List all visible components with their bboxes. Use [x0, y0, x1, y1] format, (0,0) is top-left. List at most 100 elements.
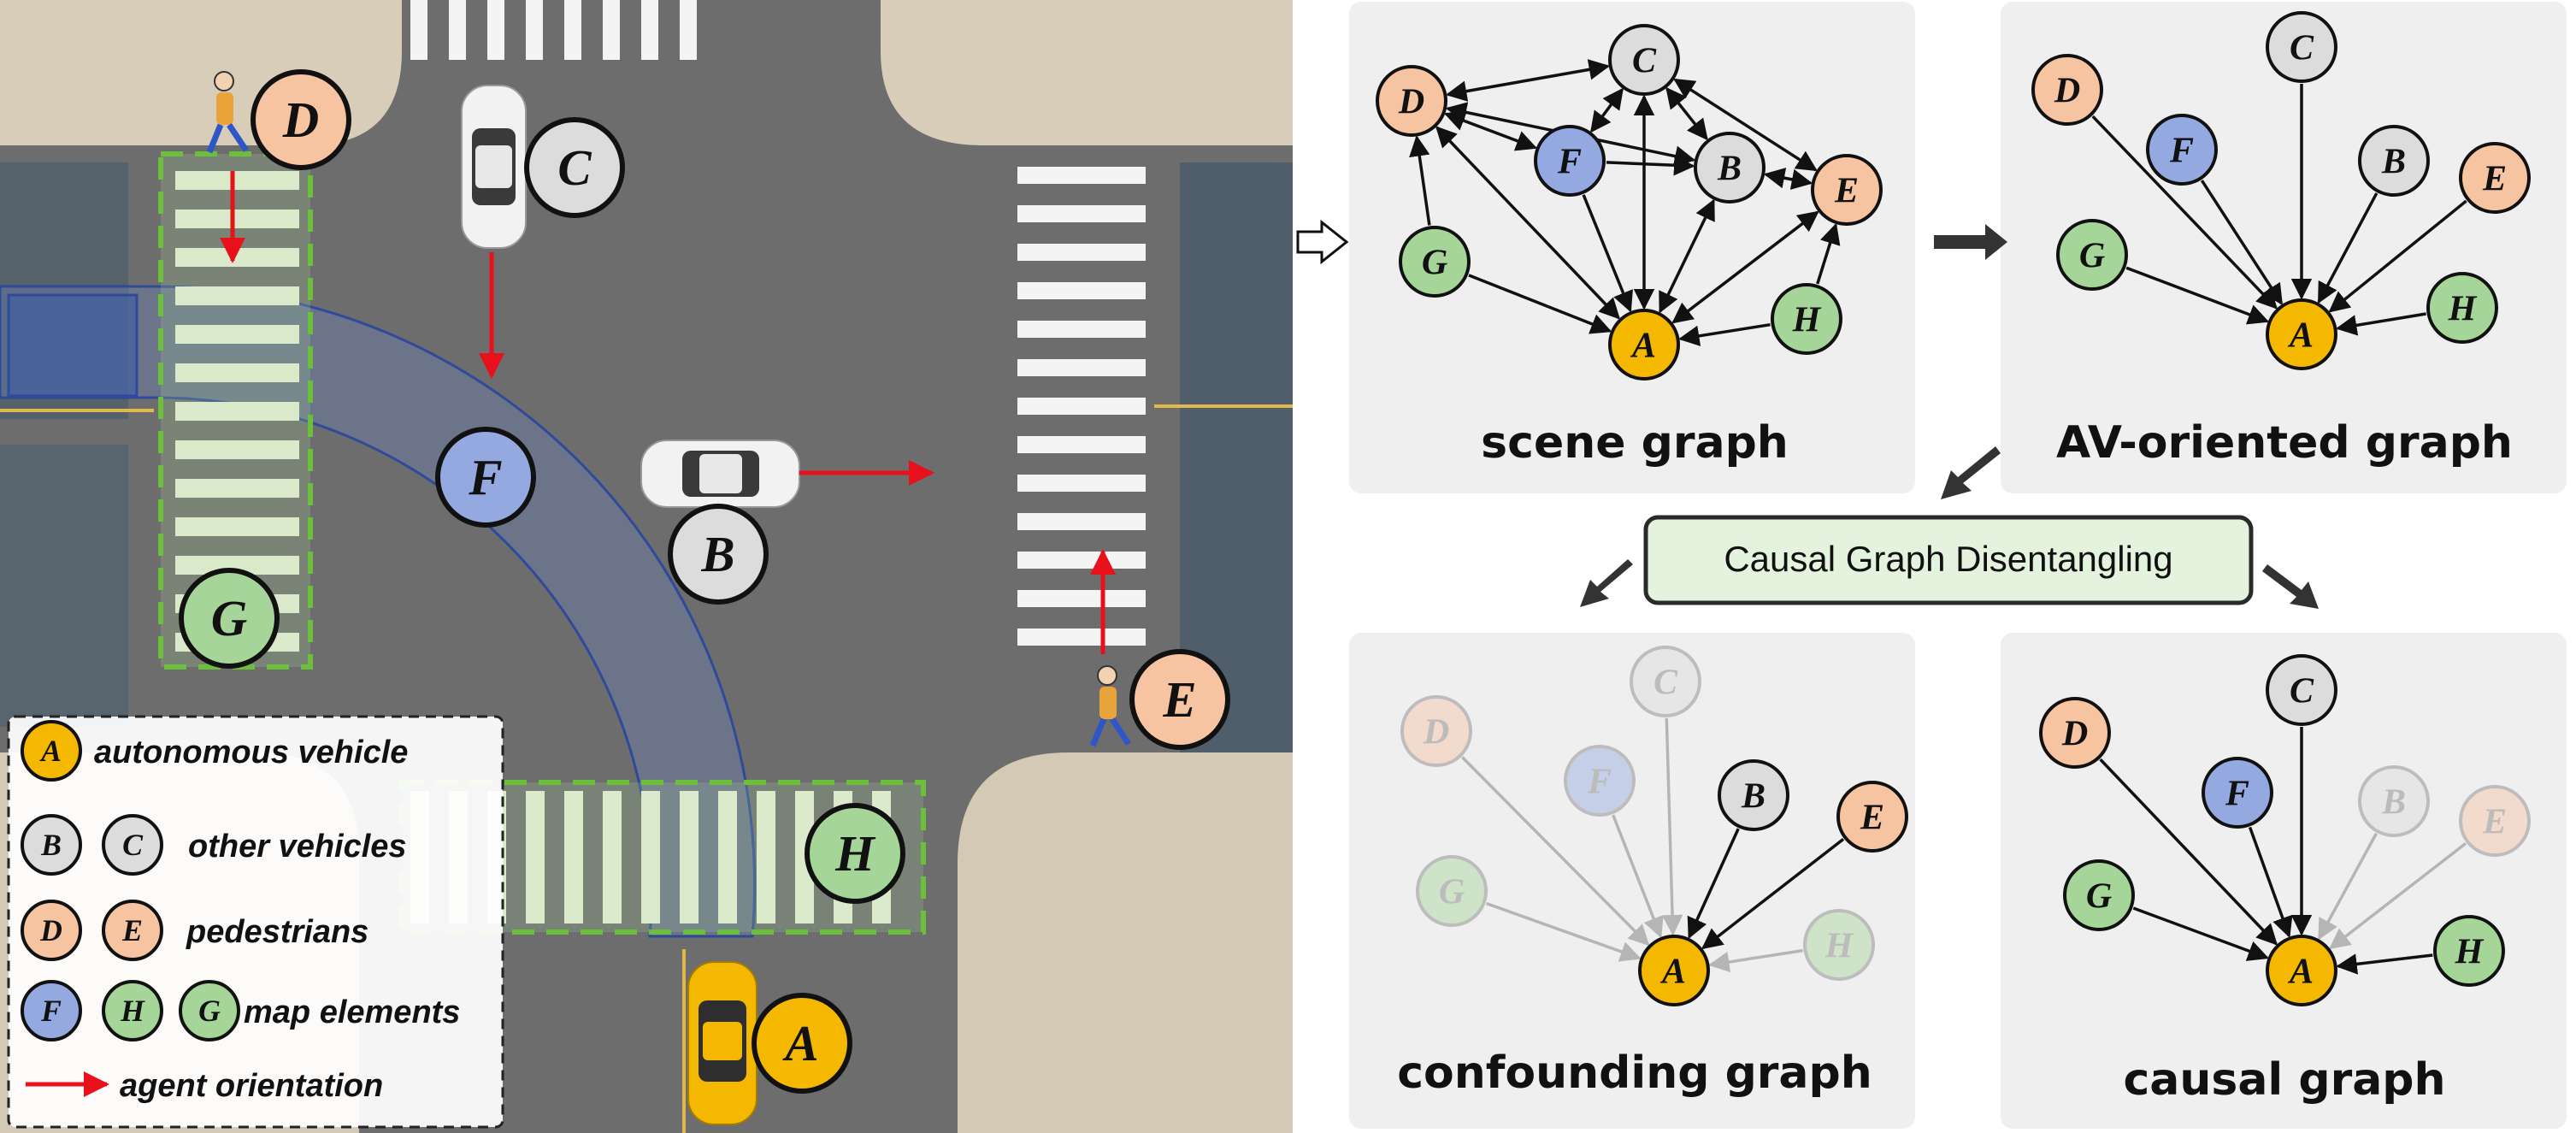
crosswalk-top — [410, 0, 697, 60]
node-circle — [435, 427, 536, 528]
edge — [2328, 199, 2467, 313]
node-letter: E — [121, 913, 143, 947]
node-letter: G — [1439, 872, 1465, 912]
edge — [2248, 826, 2293, 938]
node-letter: E — [1162, 672, 1196, 728]
graph-causal-node-c: C — [2266, 654, 2337, 726]
node-circle — [524, 117, 625, 218]
legend-label: pedestrians — [186, 914, 368, 950]
node-letter: B — [40, 828, 62, 862]
node-circle — [1811, 154, 1883, 226]
node-letter: B — [700, 527, 734, 582]
node-letter: C — [2290, 28, 2314, 68]
graph-causal-node-h: H — [2433, 915, 2505, 987]
node-circle — [2358, 765, 2430, 837]
graph-av-node-h: H — [2426, 272, 2498, 344]
node-letter: H — [2448, 289, 2478, 328]
edge — [2125, 266, 2270, 325]
edge — [2200, 180, 2284, 305]
graph-av-node-f: F — [2146, 114, 2218, 186]
graph-av-node-e: E — [2459, 142, 2531, 214]
graph-causal-node-g: G — [2063, 859, 2135, 931]
pedestrian-d — [206, 71, 249, 154]
legend-label: map elements — [244, 994, 460, 1030]
node-letter: B — [2381, 142, 2406, 181]
vehicle-b — [640, 440, 800, 508]
causal-graph-disentangling-label: Causal Graph Disentangling — [1724, 539, 2172, 579]
graph-av-node-g: G — [2056, 219, 2128, 291]
panel-av-oriented-graph — [2001, 2, 2567, 493]
graph-conf-node-e: E — [1836, 781, 1908, 853]
node-letter: C — [2290, 671, 2314, 711]
scene-label-h: H — [805, 803, 905, 904]
node-circle — [2459, 785, 2531, 857]
graph-causal-node-a: A — [2266, 935, 2337, 1006]
legend-label: other vehicles — [188, 829, 407, 865]
node-circle — [1564, 745, 1636, 817]
node-circle — [2266, 654, 2337, 726]
graph-av-node-c: C — [2266, 11, 2337, 83]
panel-title-scene-graph: scene graph — [1481, 417, 1789, 469]
node-letter: F — [2169, 131, 2194, 170]
edge — [1701, 837, 1845, 950]
legend-label: agent orientation — [120, 1068, 383, 1104]
edge — [2099, 758, 2278, 946]
legend-item: agent orientation — [26, 1068, 383, 1104]
node-circle — [21, 900, 82, 961]
node-letter: A — [781, 1016, 818, 1071]
node-letter: D — [1423, 712, 1449, 752]
node-circle — [2459, 142, 2531, 214]
scene-graph-node-g: G — [1399, 226, 1471, 298]
scene-label-d: D — [251, 69, 351, 170]
graph-conf-node-d: D — [1400, 695, 1472, 767]
graph-conf-node-h: H — [1803, 909, 1875, 981]
scene-label-e: E — [1129, 649, 1230, 750]
panel-confounding-graph — [1349, 633, 1915, 1129]
edge — [1671, 210, 1819, 324]
node-circle — [1638, 935, 1710, 1006]
crosswalk-left — [175, 171, 299, 652]
edge — [1678, 322, 1771, 346]
node-circle — [2358, 125, 2430, 197]
legend-swatch-d: D — [21, 900, 82, 961]
edge — [1485, 901, 1642, 962]
panel-causal-graph — [2001, 633, 2567, 1129]
panel-title-causal-graph: causal graph — [2123, 1054, 2445, 1106]
map-element-f-region — [0, 285, 757, 938]
node-letter: D — [1398, 82, 1424, 121]
causal-graph-disentangling-box — [1643, 515, 2254, 605]
edge — [2132, 906, 2269, 961]
legend-swatch-h: H — [102, 980, 163, 1042]
node-letter: G — [2086, 876, 2112, 916]
node-circle — [102, 900, 163, 961]
node-circle — [102, 814, 163, 876]
edge — [1445, 59, 1611, 102]
node-circle — [1771, 283, 1842, 355]
scene-label-b: B — [668, 504, 769, 605]
node-letter: E — [1860, 798, 1884, 837]
edge — [1461, 756, 1650, 947]
pedestrian-e — [1089, 665, 1131, 747]
scene-graph-node-b: B — [1694, 132, 1765, 204]
scene-graph-node-d: D — [1376, 65, 1447, 137]
node-letter: H — [120, 994, 145, 1028]
node-letter: H — [1824, 926, 1854, 965]
node-letter: D — [2054, 71, 2080, 110]
flow-arrow-icon — [1580, 224, 2319, 609]
edge — [2318, 832, 2378, 941]
edge — [2091, 115, 2278, 310]
left-lot-bottom — [0, 445, 128, 727]
node-letter: G — [198, 994, 221, 1028]
node-letter: C — [1653, 663, 1678, 702]
node-letter: H — [1792, 300, 1822, 339]
graph-conf-node-g: G — [1416, 855, 1488, 927]
node-letter: F — [1557, 142, 1582, 181]
node-circle — [1534, 125, 1606, 197]
node-letter: A — [2287, 952, 2314, 991]
node-letter: D — [2061, 714, 2088, 753]
